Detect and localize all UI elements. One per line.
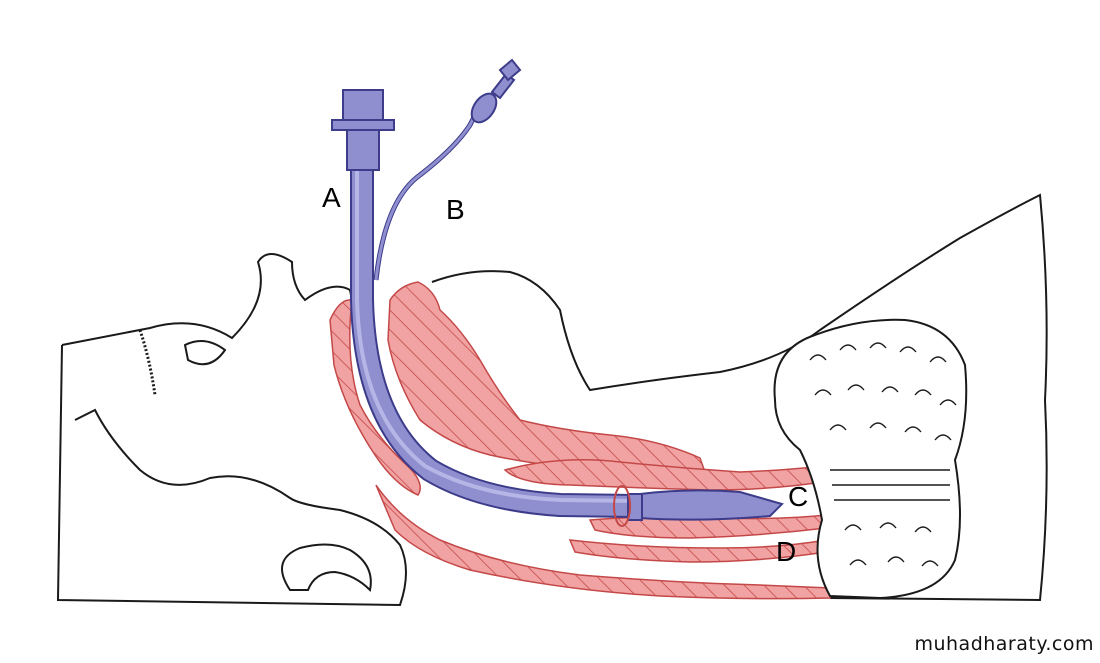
tube-highlight (355, 140, 639, 503)
tube-connector-flange (331, 119, 395, 131)
vertebrae-texture (809, 342, 957, 567)
pharynx-wall-tissue (375, 484, 831, 600)
tongue-tissue (387, 281, 707, 474)
neck-outline (431, 193, 1048, 602)
ear-outline (281, 543, 372, 593)
pilot-balloon (470, 92, 498, 124)
head-outline (61, 253, 353, 346)
tube-connector-top (342, 89, 384, 121)
label-b: B (446, 194, 465, 225)
label-d: D (776, 536, 797, 567)
eyebrow (138, 329, 157, 396)
tube-connector-neck (346, 129, 380, 171)
tube-cuff-band (627, 493, 643, 521)
vertebrae-outline (773, 318, 968, 600)
face-lower-outline (56, 344, 407, 607)
label-c: C (788, 481, 809, 512)
eye-outline (183, 340, 227, 366)
pilot-valve-cap (498, 58, 522, 82)
watermark: muhadharaty.com (914, 633, 1094, 655)
label-a: A (322, 182, 341, 213)
cuff-ring (613, 485, 631, 527)
tube-cuff (639, 489, 784, 521)
